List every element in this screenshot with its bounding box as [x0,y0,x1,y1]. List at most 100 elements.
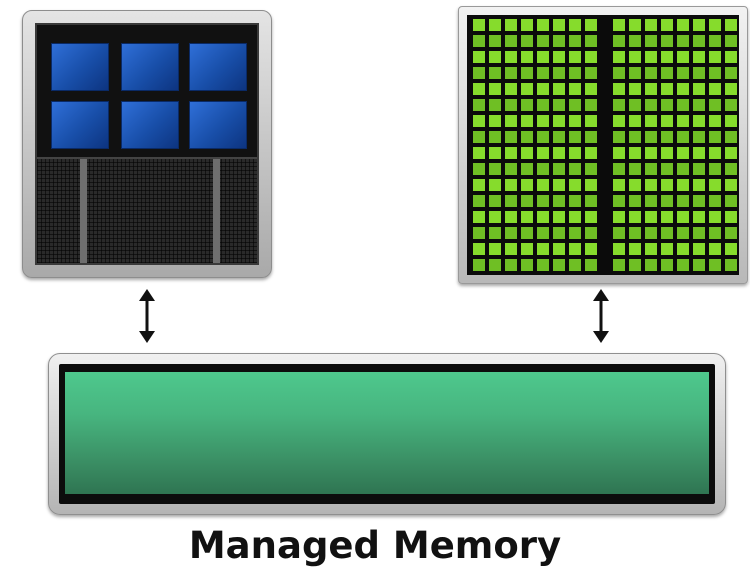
gpu-core [489,163,501,175]
gpu-core [613,67,625,79]
gpu-core [521,67,533,79]
gpu-core [489,51,501,63]
gpu-core [537,227,549,239]
cpu-core [121,43,179,91]
gpu-core [521,19,533,31]
gpu-core [505,259,517,271]
gpu-core [645,147,657,159]
gpu-core [521,259,533,271]
cpu-core [189,101,247,149]
gpu-core [677,227,689,239]
gpu-core [569,147,581,159]
gpu-core [613,179,625,191]
gpu-core [537,211,549,223]
gpu-core [661,115,673,127]
gpu-core [661,259,673,271]
gpu-core [569,67,581,79]
cpu-bus [80,159,87,263]
gpu-core [505,227,517,239]
gpu-core [725,259,737,271]
gpu-core [693,211,705,223]
gpu-core [693,83,705,95]
gpu-core [505,83,517,95]
gpu-core [553,99,565,111]
gpu-core [629,131,641,143]
gpu-core [629,51,641,63]
gpu-core [661,227,673,239]
gpu-core [677,67,689,79]
cpu-bus [213,159,220,263]
gpu-core [629,35,641,47]
gpu-core [677,99,689,111]
gpu-core [629,243,641,255]
gpu-core [505,147,517,159]
gpu-core [473,227,485,239]
gpu-core [585,35,597,47]
gpu-core [537,195,549,207]
gpu-core [661,99,673,111]
gpu-core [489,83,501,95]
gpu-core [537,259,549,271]
diagram-caption: Managed Memory [188,524,562,567]
gpu-core [521,35,533,47]
gpu-core [537,115,549,127]
gpu-core [613,99,625,111]
gpu-core [585,67,597,79]
gpu-core [661,211,673,223]
gpu-core [505,67,517,79]
gpu-core [677,163,689,175]
gpu-core [677,35,689,47]
gpu-core [521,99,533,111]
gpu-core [613,83,625,95]
gpu-core [645,19,657,31]
gpu-core [661,163,673,175]
cpu-core-grid [37,25,257,157]
gpu-core [473,259,485,271]
gpu-core-grid [473,19,737,271]
gpu-core [709,211,721,223]
gpu-core [645,211,657,223]
gpu-core [585,163,597,175]
gpu-core [473,131,485,143]
gpu-core [585,211,597,223]
gpu-core [613,227,625,239]
gpu-core [473,19,485,31]
gpu-core [553,19,565,31]
gpu-core [585,19,597,31]
gpu-core [629,195,641,207]
gpu-core [569,195,581,207]
gpu-core [645,243,657,255]
gpu-core [553,67,565,79]
gpu-core [553,131,565,143]
gpu-core [489,259,501,271]
gpu-core [725,67,737,79]
gpu-core [505,211,517,223]
gpu-core [613,19,625,31]
gpu-core [613,211,625,223]
gpu-core [473,115,485,127]
gpu-core [693,99,705,111]
gpu-core [645,115,657,127]
gpu-core [473,35,485,47]
gpu-core [629,83,641,95]
gpu-core [693,67,705,79]
cpu-cache [37,157,257,263]
gpu-core [569,19,581,31]
gpu-core [677,131,689,143]
gpu-core [489,131,501,143]
gpu-core [661,147,673,159]
gpu-core [693,147,705,159]
cpu-memory-arrow-icon [139,289,155,343]
gpu-core [693,35,705,47]
gpu-core [629,115,641,127]
gpu-die [467,15,739,275]
gpu-core [505,99,517,111]
gpu-core [569,115,581,127]
gpu-core [473,67,485,79]
gpu-core [537,67,549,79]
gpu-core [489,227,501,239]
gpu-core [473,163,485,175]
gpu-core [585,179,597,191]
gpu-core [725,163,737,175]
gpu-core [709,131,721,143]
